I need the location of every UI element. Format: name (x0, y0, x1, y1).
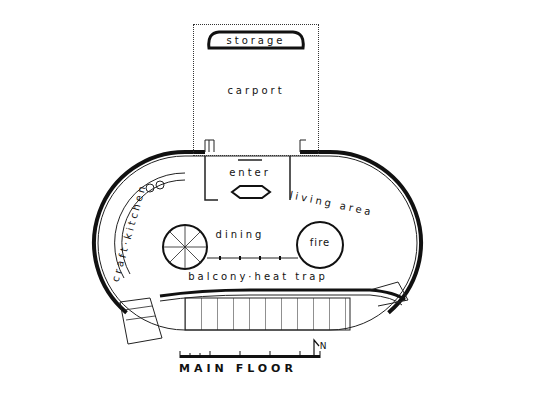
scale-bar (180, 355, 320, 358)
house-outline (98, 156, 417, 330)
north-arrow (314, 340, 319, 356)
plan-title: MAIN FLOOR (178, 363, 298, 375)
deck (185, 298, 350, 330)
spiral-stair (163, 225, 207, 269)
window-bay (120, 298, 162, 344)
room-label: carport (227, 85, 284, 96)
walkway (205, 140, 306, 152)
window-bay (370, 282, 408, 306)
wall (94, 152, 185, 313)
storage-box: storage (205, 30, 307, 50)
post (220, 256, 280, 260)
room-label: living area (288, 189, 376, 218)
wall (300, 150, 330, 154)
stair-treads (163, 225, 207, 269)
fireplace-circle: fire (296, 221, 344, 269)
carport-area: carport storage (193, 24, 319, 156)
room-label: dining (215, 229, 266, 240)
room-label: fire (310, 237, 330, 248)
window-bay (124, 306, 155, 320)
entry-stair (232, 186, 270, 198)
room-label: enter (228, 167, 272, 178)
room-label: storage (227, 35, 286, 46)
scale-ticks (180, 351, 320, 358)
sink (156, 181, 164, 189)
north-label: N (319, 342, 328, 352)
room-label: balcony·heat trap (187, 271, 329, 282)
wall (185, 150, 205, 154)
entry-wall (205, 156, 290, 200)
